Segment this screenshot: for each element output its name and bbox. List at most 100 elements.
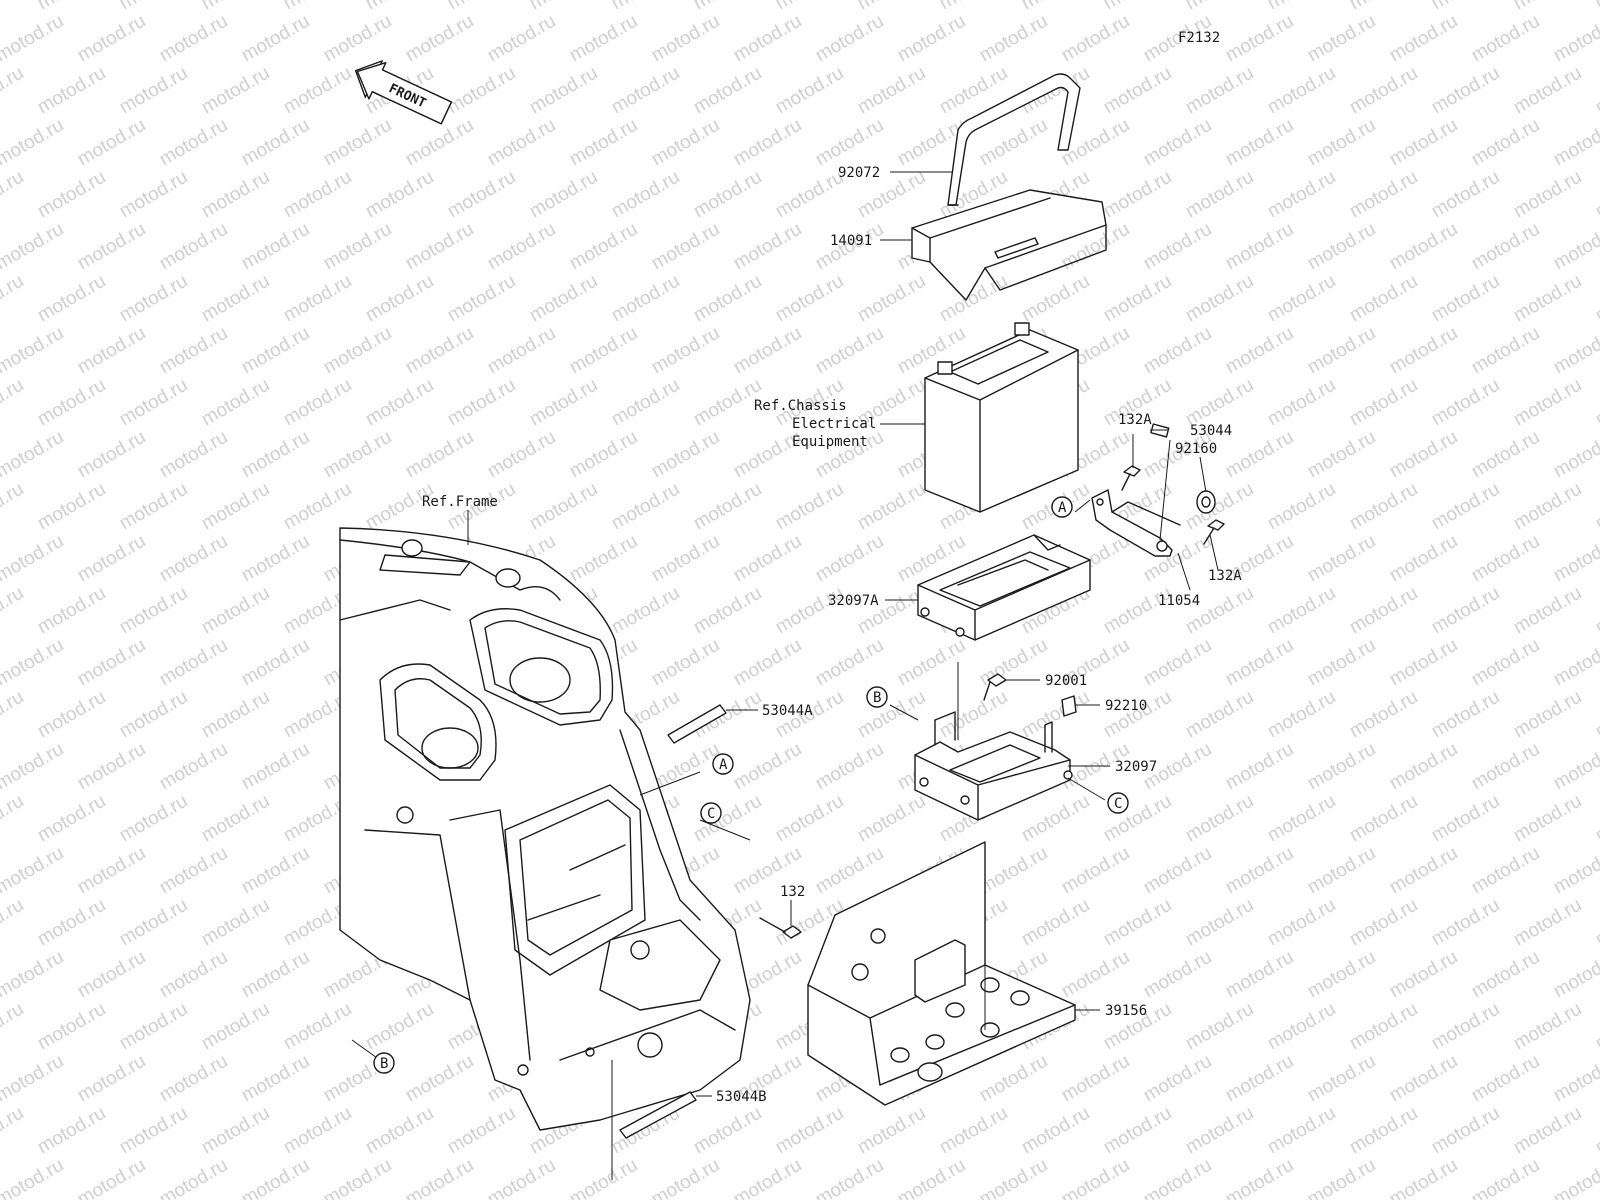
watermark-text: motod.ru	[1510, 63, 1585, 119]
watermark-text: motod.ru	[812, 115, 887, 171]
leader-132A-bottom	[1209, 534, 1219, 571]
watermark-text: motod.ru	[1304, 115, 1379, 171]
watermark-text: motod.ru	[690, 687, 765, 743]
watermark-text: motod.ru	[1550, 947, 1600, 1003]
watermark-text: motod.ru	[1140, 323, 1215, 379]
watermark-text: motod.ru	[1140, 947, 1215, 1003]
callout-C-frame: C	[700, 802, 722, 824]
lower-tray	[914, 711, 1073, 821]
watermark-text: motod.ru	[1550, 739, 1600, 795]
watermark-text: motod.ru	[1222, 1155, 1297, 1200]
watermark-text: motod.ru	[1468, 115, 1543, 171]
watermark-text: motod.ru	[1182, 167, 1257, 223]
watermark-text: motod.ru	[1510, 583, 1585, 639]
watermark-text: motod.ru	[1304, 1155, 1379, 1200]
watermark-text: motod.ru	[526, 375, 601, 431]
watermark-text: motod.ru	[280, 0, 355, 14]
watermark-text: motod.ru	[526, 271, 601, 327]
watermark-text: motod.ru	[484, 323, 559, 379]
watermark-text: motod.ru	[1018, 791, 1093, 847]
watermark-text: motod.ru	[1222, 1051, 1297, 1107]
watermark-text: motod.ru	[690, 271, 765, 327]
watermark-text: motod.ru	[566, 1155, 641, 1200]
watermark-text: motod.ru	[730, 11, 805, 67]
watermark-text: motod.ru	[566, 323, 641, 379]
watermark-text: motod.ru	[812, 635, 887, 691]
watermark-text: motod.ru	[936, 0, 1011, 14]
watermark-text: motod.ru	[238, 1051, 313, 1107]
watermark-text: motod.ru	[116, 1103, 191, 1159]
watermark-text: motod.ru	[320, 1155, 395, 1200]
watermark-text: motod.ru	[280, 63, 355, 119]
watermark-text: motod.ru	[1468, 947, 1543, 1003]
watermark-text: motod.ru	[1592, 167, 1600, 223]
watermark-text: motod.ru	[320, 115, 395, 171]
watermark-text: motod.ru	[1264, 895, 1339, 951]
watermark-text: motod.ru	[0, 1155, 67, 1200]
svg-text:B: B	[380, 1056, 388, 1072]
watermark-text: motod.ru	[730, 1155, 805, 1200]
part-label-92210: 92210	[1105, 698, 1147, 714]
watermark-text: motod.ru	[730, 115, 805, 171]
watermark-text: motod.ru	[116, 999, 191, 1055]
watermark-text: motod.ru	[1386, 219, 1461, 275]
watermark-text: motod.ru	[1304, 11, 1379, 67]
watermark-text: motod.ru	[198, 791, 273, 847]
watermark-text: motod.ru	[772, 271, 847, 327]
watermark-text: motod.ru	[1346, 999, 1421, 1055]
watermark-text: motod.ru	[1058, 11, 1133, 67]
watermark-text: motod.ru	[1304, 219, 1379, 275]
leader-A-frame	[639, 771, 701, 796]
watermark-text: motod.ru	[444, 375, 519, 431]
watermark-text: motod.ru	[484, 1155, 559, 1200]
watermark-text: motod.ru	[854, 0, 929, 14]
watermark-text: motod.ru	[0, 1103, 27, 1159]
part-label-32097: 32097	[1115, 759, 1157, 775]
watermark-text: motod.ru	[772, 479, 847, 535]
watermark-text: motod.ru	[362, 375, 437, 431]
watermark-text: motod.ru	[690, 791, 765, 847]
watermark-text: motod.ru	[1428, 63, 1503, 119]
watermark-text: motod.ru	[320, 323, 395, 379]
callout-A-bracket: A	[1051, 496, 1073, 518]
watermark-text: motod.ru	[1058, 843, 1133, 899]
watermark-text: motod.ru	[156, 635, 231, 691]
watermark-text: motod.ru	[1428, 999, 1503, 1055]
watermark-text: motod.ru	[484, 115, 559, 171]
watermark-text: motod.ru	[1100, 583, 1175, 639]
leader-11054	[1177, 552, 1191, 591]
watermark-text: motod.ru	[34, 895, 109, 951]
watermark-text: motod.ru	[1346, 479, 1421, 535]
watermark-text: motod.ru	[566, 219, 641, 275]
watermark-text: motod.ru	[198, 479, 273, 535]
part-label-92072: 92072	[838, 165, 880, 181]
watermark-text: motod.ru	[1550, 11, 1600, 67]
watermark-text: motod.ru	[1550, 323, 1600, 379]
watermark-text: motod.ru	[238, 427, 313, 483]
motorcycle-frame	[339, 527, 751, 1131]
watermark-text: motod.ru	[116, 0, 191, 14]
watermark-text: motod.ru	[1140, 219, 1215, 275]
watermark-text: motod.ru	[1304, 531, 1379, 587]
watermark-text: motod.ru	[976, 843, 1051, 899]
watermark-text: motod.ru	[1346, 167, 1421, 223]
ref-frame-label: Ref.Frame	[422, 494, 498, 510]
watermark-text: motod.ru	[116, 271, 191, 327]
watermark-text: motod.ru	[690, 0, 765, 14]
watermark-text: motod.ru	[566, 427, 641, 483]
watermark-text: motod.ru	[1304, 1051, 1379, 1107]
watermark-text: motod.ru	[1510, 375, 1585, 431]
watermark-text: motod.ru	[1468, 635, 1543, 691]
watermark-text: motod.ru	[1182, 895, 1257, 951]
watermark-text: motod.ru	[34, 1103, 109, 1159]
watermark-text: motod.ru	[156, 947, 231, 1003]
watermark-text: motod.ru	[690, 167, 765, 223]
watermark-text: motod.ru	[1304, 323, 1379, 379]
watermark-text: motod.ru	[402, 427, 477, 483]
watermark-text: motod.ru	[1386, 1051, 1461, 1107]
ref-chassis-line2: Electrical	[792, 416, 876, 432]
watermark-text: motod.ru	[936, 1103, 1011, 1159]
watermark-text: motod.ru	[526, 167, 601, 223]
bolt-132A-top	[1121, 465, 1141, 491]
watermark-text: motod.ru	[1550, 427, 1600, 483]
